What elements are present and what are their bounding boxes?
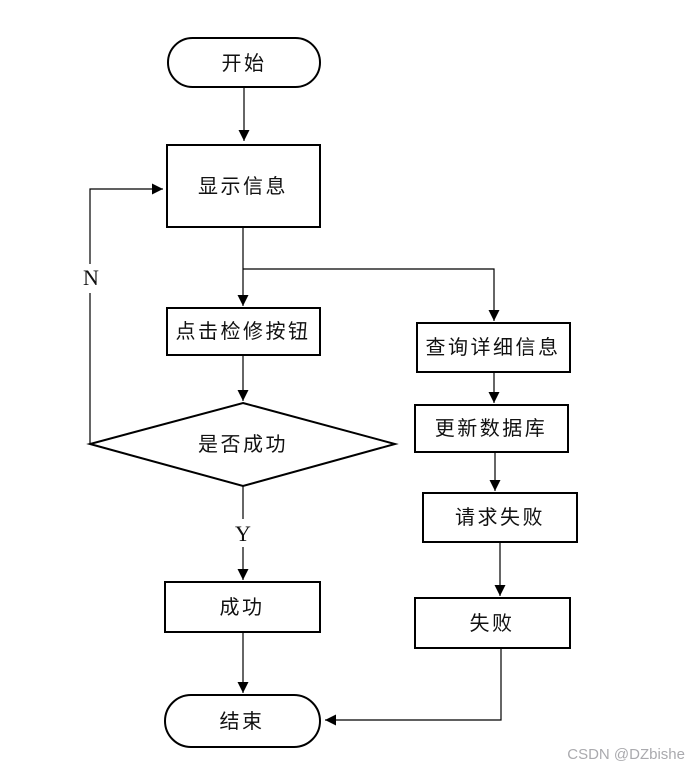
update-database-shape: [414, 404, 569, 453]
display-info-shape: [166, 144, 321, 228]
node-request-fail: 请求失败: [422, 492, 578, 543]
fail-shape: [414, 597, 571, 649]
csdn-watermark: CSDN @DZbishe: [567, 746, 685, 763]
is-success-label: 是否成功: [198, 433, 288, 456]
request-fail-label: 请求失败: [455, 506, 545, 529]
node-click-repair-button: 点击检修按钮: [166, 307, 321, 356]
update-database-label: 更新数据库: [435, 417, 548, 440]
request-fail-shape: [422, 492, 578, 543]
is-success-diamond-shape: [86, 401, 399, 488]
query-detail-info-label: 查询详细信息: [426, 336, 561, 359]
edge-fail-to-end: [325, 648, 502, 726]
edges: [89, 87, 506, 726]
edge-label-no: N: [83, 265, 99, 290]
edge-label-yes: Y: [235, 521, 251, 546]
node-update-database: 更新数据库: [414, 404, 569, 453]
start-label: 开始: [222, 52, 267, 75]
query-detail-info-shape: [416, 322, 571, 373]
node-fail: 失败: [414, 597, 571, 649]
success-shape: [164, 581, 321, 633]
success-label: 成功: [220, 596, 265, 619]
edge-branch-to-query: [243, 268, 500, 321]
edge-no-label-to-display: [89, 183, 163, 264]
end-terminator-shape: [164, 694, 321, 748]
display-info-label: 显示信息: [198, 175, 288, 198]
end-label: 结束: [220, 710, 265, 733]
node-success: 成功: [164, 581, 321, 633]
node-end: 结束: [164, 694, 321, 748]
fail-label: 失败: [470, 612, 515, 635]
node-query-detail-info: 查询详细信息: [416, 322, 571, 373]
start-terminator-shape: [167, 37, 321, 88]
node-display-info: 显示信息: [166, 144, 321, 228]
click-repair-button-shape: [166, 307, 321, 356]
node-start: 开始: [167, 37, 321, 88]
click-repair-button-label: 点击检修按钮: [176, 320, 311, 343]
node-is-success: 是否成功: [86, 401, 399, 488]
